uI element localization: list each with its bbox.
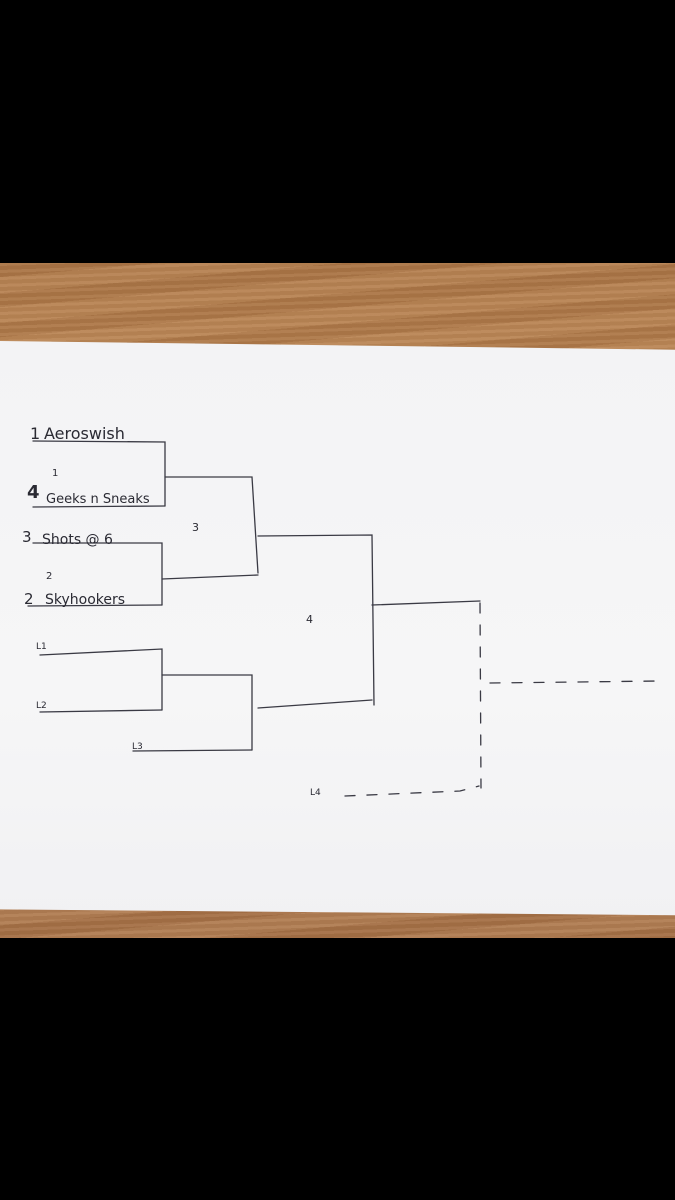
paper-sheet <box>0 341 675 916</box>
seed-4: 4 <box>27 482 40 503</box>
game-number-2: 2 <box>46 571 52 582</box>
team-shots-at-6: Shots @ 6 <box>42 532 113 548</box>
bracket-line-right-dashed <box>479 602 482 789</box>
bracket-line-shots <box>32 542 163 606</box>
team-skyhookers: Skyhookers <box>45 592 125 608</box>
seed-1: 1 <box>30 424 40 443</box>
game-number-4: 4 <box>306 613 313 626</box>
seed-3: 3 <box>22 528 32 546</box>
bracket-line-l4-dashed <box>344 785 480 797</box>
bracket-line-r1-top-out <box>164 476 259 574</box>
bracket-line-l1 <box>39 648 163 711</box>
game-number-3: 3 <box>192 521 199 534</box>
team-aeroswish: Aeroswish <box>44 424 125 443</box>
bracket-line-r2-out <box>257 534 375 706</box>
bracket-line-l-out <box>161 674 253 751</box>
loser-slot-l2: L2 <box>36 701 47 711</box>
bracket-line-skyhookers <box>27 604 163 607</box>
bracket-photo: 1 Aeroswish 4 Geeks n Sneaks 3 Shots @ 6… <box>0 263 675 938</box>
bracket-line-l2 <box>39 709 163 713</box>
bracket-line-geeks <box>32 505 166 508</box>
bracket-line-aeroswish <box>32 440 166 507</box>
team-geeks-n-sneaks: Geeks n Sneaks <box>46 492 150 507</box>
loser-slot-l1: L1 <box>36 642 47 652</box>
loser-slot-l3: L3 <box>132 742 143 752</box>
loser-slot-l4: L4 <box>310 788 321 798</box>
bracket-line-l3 <box>132 749 253 752</box>
hand-drawn-bracket: 1 Aeroswish 4 Geeks n Sneaks 3 Shots @ 6… <box>22 424 661 798</box>
bracket-line-l-final <box>257 699 373 709</box>
seed-2: 2 <box>24 590 34 608</box>
bracket-line-r1-bottom-out <box>161 574 259 580</box>
bracket-line-champion-dashed <box>489 680 661 684</box>
bracket-line-final <box>371 600 481 606</box>
game-number-1: 1 <box>52 468 58 479</box>
